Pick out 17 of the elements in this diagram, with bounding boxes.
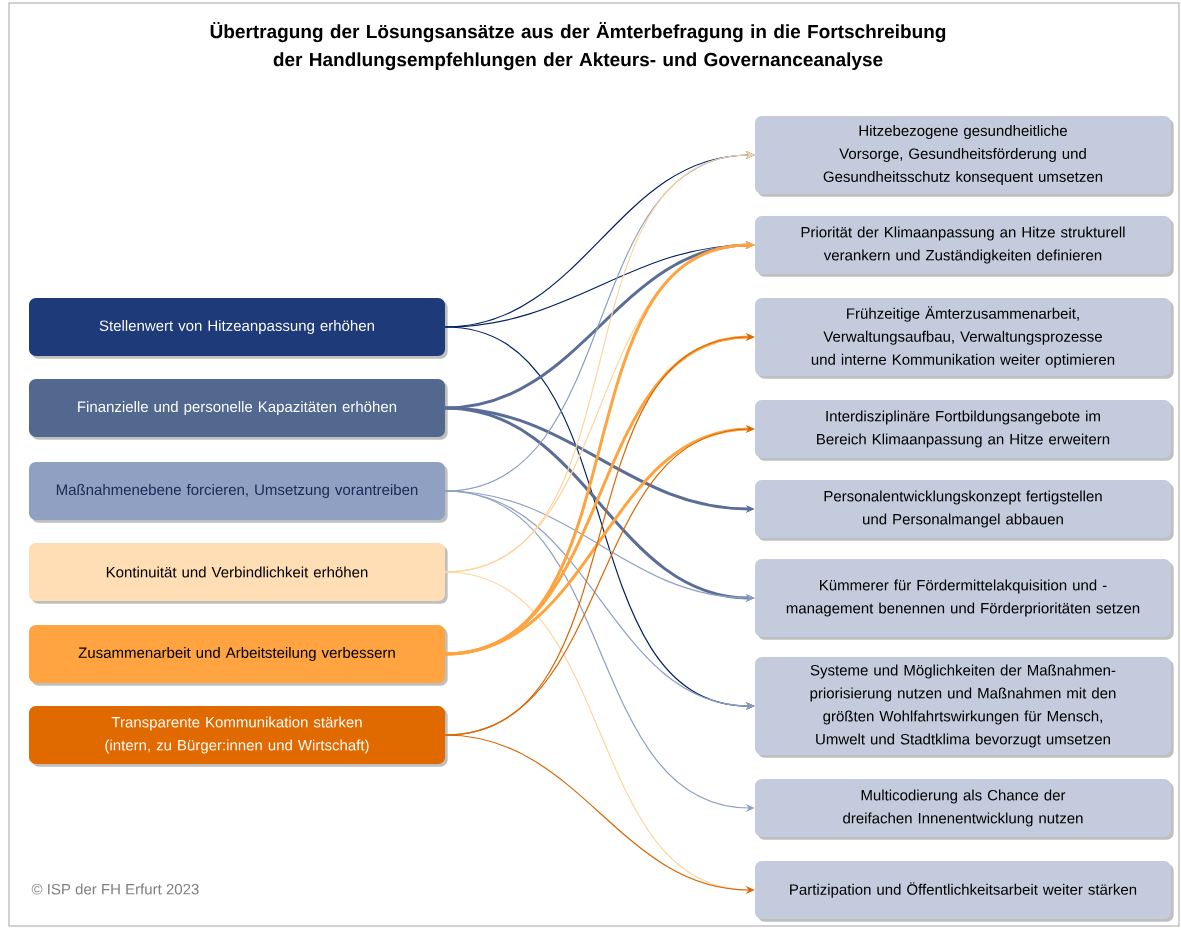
- goal-box: Transparente Kommunikation stärken (intern, zu Bürger:innen und Wirtschaft): [29, 706, 448, 767]
- recommendation-box: Partizipation und Öffentlichkeitsarbeit weiter stärken: [755, 861, 1174, 922]
- goal-box: Maßnahmenebene forcieren, Umsetzung vorantreiben: [29, 462, 448, 523]
- recommendation-box: Priorität der Klimaanpassung an Hitze strukturell verankern und Zuständigkeiten definieren: [755, 216, 1174, 277]
- copyright-note: © ISP der FH Erfurt 2023: [31, 883, 199, 895]
- recommendation-box: Hitzebezogene gesundheitliche Vorsorge, Gesundheitsförderung und Gesundheitsschutz konsequent umsetzen: [755, 116, 1174, 197]
- goal-box: Zusammenarbeit und Arbeitsteilung verbessern: [29, 625, 448, 686]
- goal-box: Stellenwert von Hitzeanpassung erhöhen: [29, 298, 448, 359]
- recommendation-box: Systeme und Möglichkeiten der Maßnahmen-priorisierung nutzen und Maßnahmen mit den größten Wohlfahrtswirkungen für Mensch, Umwelt und Stadtklima bevorzugt umsetzen: [755, 657, 1174, 758]
- recommendation-box: Frühzeitige Ämterzusammenarbeit, Verwaltungsaufbau, Verwaltungsprozesse und interne Kommunikation weiter optimieren: [755, 298, 1174, 379]
- goal-box: Finanzielle und personelle Kapazitäten erhöhen: [29, 379, 448, 440]
- recommendation-box: Multicodierung als Chance der dreifachen Innenentwicklung nutzen: [755, 779, 1174, 840]
- recommendation-box: Kümmerer für Fördermittelakquisition und -management benennen und Förderprioritäten setzen: [755, 559, 1174, 640]
- title: Übertragung der Lösungsansätze aus der Ämterbefragung in die Fortschreibung der Handlungsempfehlungen der Akteurs- und Governanceanalyse: [210, 21, 946, 71]
- recommendation-box: Interdisziplinäre Fortbildungsangebote im Bereich Klimaanpassung an Hitze erweitern: [755, 400, 1174, 461]
- recommendation-box: Personalentwicklungskonzept fertigstellen und Personalmangel abbauen: [755, 480, 1174, 541]
- goal-box: Kontinuität und Verbindlichkeit erhöhen: [29, 543, 448, 604]
